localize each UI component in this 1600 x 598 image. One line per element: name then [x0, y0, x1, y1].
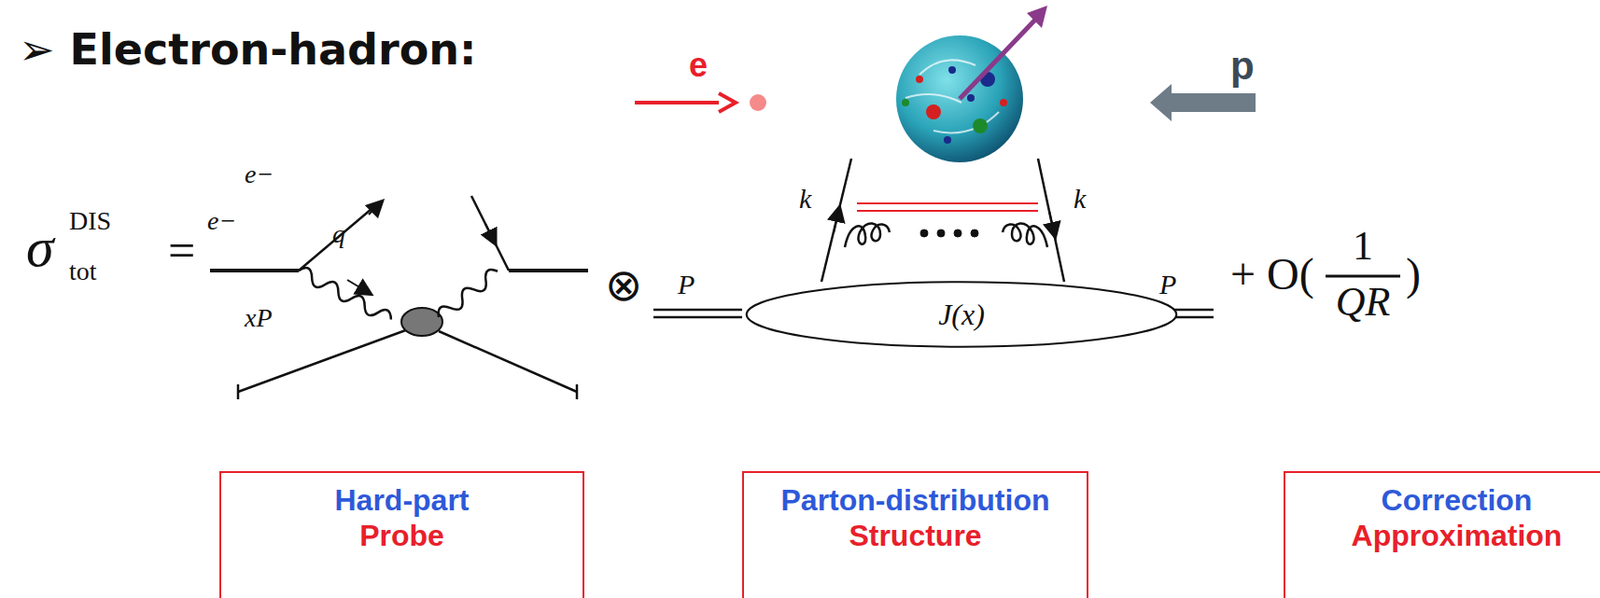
feynman-diagram: [210, 196, 589, 400]
electron-dot: [749, 94, 767, 112]
node-subtitle: Probe: [221, 518, 583, 554]
formula-label: σ: [26, 216, 55, 279]
formula-label: ⊗: [604, 261, 643, 311]
formula-label: xP: [244, 304, 273, 334]
title: ➢ Electron-hadron:: [18, 26, 477, 74]
formula-label: e−: [244, 160, 274, 190]
proton-arrow: [1150, 84, 1256, 122]
electron-arrowhead: [718, 93, 736, 113]
fraction-bar: [1325, 275, 1401, 279]
jx-ellipse: J(x): [742, 280, 1181, 350]
hard-part-box: Hard-partProbe: [219, 471, 585, 598]
formula-label: e: [688, 46, 708, 85]
formula-label: ): [1405, 250, 1421, 300]
node-subtitle: Approximation: [1285, 518, 1600, 554]
formula-label: =: [168, 224, 196, 278]
formula-label: q: [332, 220, 346, 250]
formula-label: QR: [1335, 280, 1391, 325]
node-heading: Correction: [1285, 482, 1600, 519]
formula-label: k: [799, 182, 812, 214]
formula-label: 1: [1352, 224, 1374, 269]
formula-label: e−: [207, 207, 237, 237]
formula-label: k: [1073, 182, 1086, 214]
formula-label: tot: [69, 257, 98, 287]
formula-label: P: [677, 268, 695, 300]
formula-label: DIS: [69, 207, 112, 237]
parton-distribution-box: Parton-distributionStructure: [742, 471, 1089, 598]
correction-box: CorrectionApproximation: [1283, 471, 1600, 598]
node-heading: J(x): [742, 297, 1181, 333]
formula-label: p: [1230, 44, 1255, 88]
formula-label: + O(: [1230, 250, 1315, 300]
node-subtitle: Structure: [743, 518, 1087, 554]
formula-label: P: [1159, 268, 1177, 300]
node-heading: Hard-part: [221, 482, 583, 519]
proton-ball: [896, 5, 1048, 163]
electron-arrow: [634, 100, 719, 105]
node-heading: Parton-distribution: [743, 482, 1087, 519]
